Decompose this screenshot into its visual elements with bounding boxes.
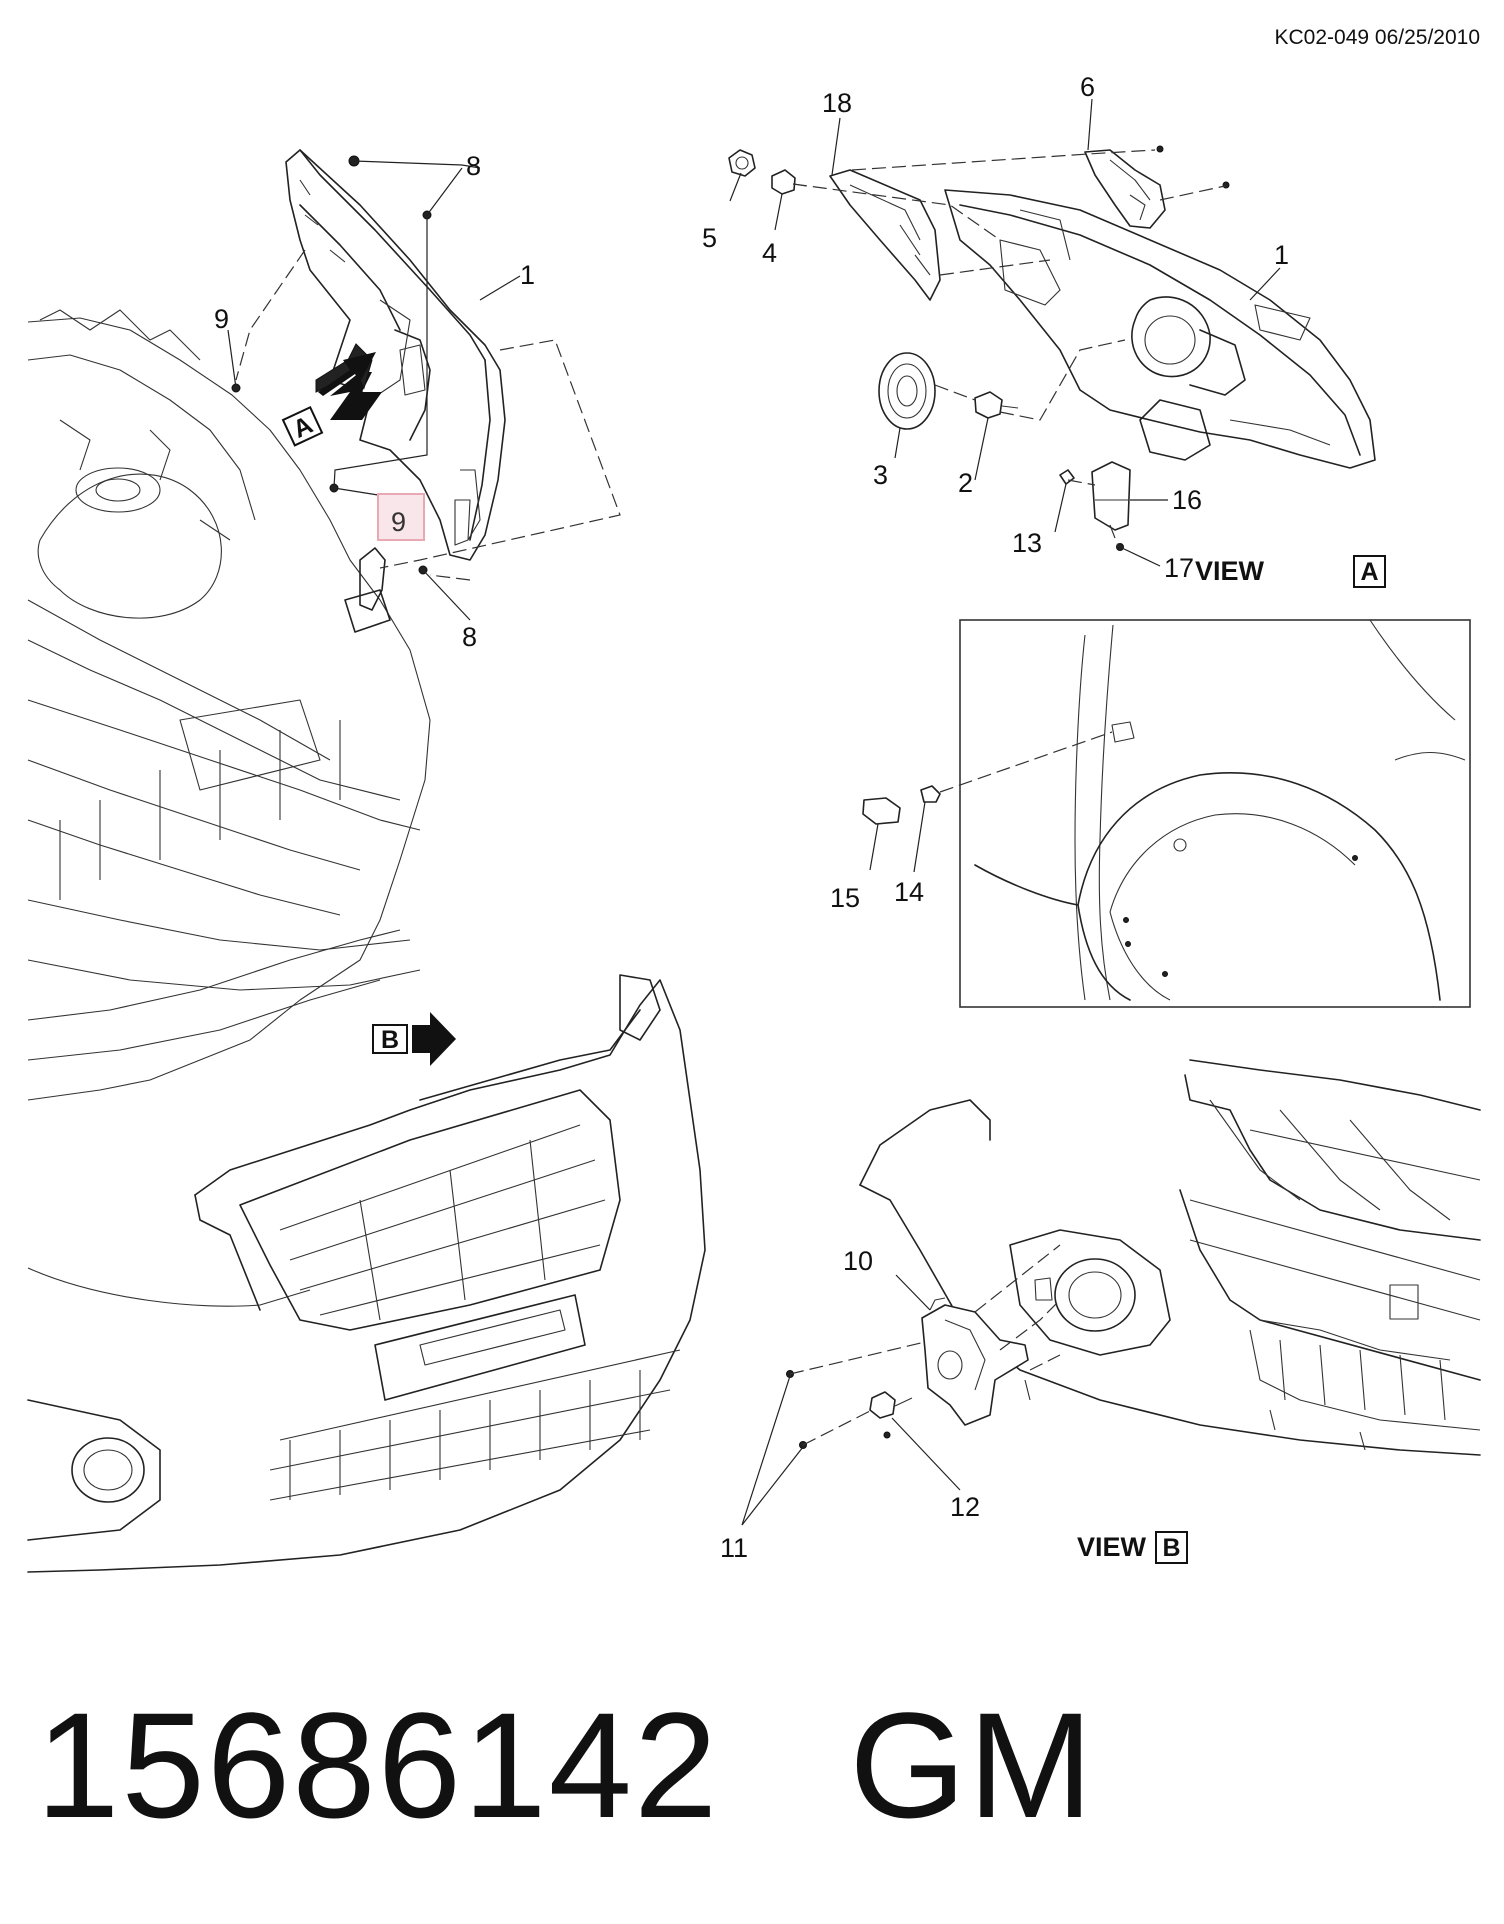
fender-detail-frame [959,619,1471,1008]
brand-name: GM [849,1681,1096,1849]
callout-16: 16 [1172,485,1202,515]
callout-10: 10 [843,1246,873,1276]
vehicle-front-structure [27,309,431,1101]
callout-9-left: 9 [214,304,229,334]
callout-1-main: 1 [520,260,535,290]
reference-code: KC02-049 06/25/2010 [1275,26,1481,49]
callout-8-bottom: 8 [462,622,477,652]
callout-1-view-a: 1 [1274,240,1289,270]
callout-12: 12 [950,1492,980,1522]
view-arrow-a: A [281,343,382,447]
svg-text:VIEW: VIEW [1195,556,1265,586]
callout-5: 5 [702,223,717,253]
view-b-bumper-detail [786,1059,1481,1456]
callout-4: 4 [762,238,777,268]
callout-6: 6 [1080,72,1095,102]
view-arrow-b: B [372,1012,456,1066]
part-number: 15686142 [36,1681,720,1849]
callout-3: 3 [873,460,888,490]
svg-text:A: A [1360,558,1378,586]
view-b-label: VIEW B [1077,1531,1188,1564]
callout-11: 11 [720,1533,748,1563]
callout-14: 14 [894,877,924,907]
callout-17: 17 [1164,553,1194,583]
callout-15: 15 [830,883,860,913]
view-a-label: VIEW A [1195,555,1386,588]
fender-detail [862,619,1466,1001]
front-bumper [27,974,706,1573]
view-arrow-b-letter: B [381,1026,399,1054]
svg-text:VIEW: VIEW [1077,1532,1147,1562]
callout-13: 13 [1012,528,1042,558]
headlamp-assembly-main [285,149,506,561]
svg-text:B: B [1162,1534,1180,1562]
callout-9-highlight: 9 [391,507,406,537]
view-a-headlamp-detail [728,145,1376,551]
callout-2: 2 [958,468,973,498]
callout-18: 18 [822,88,852,118]
highlight-box-9 [377,493,425,541]
callout-8-top: 8 [466,151,481,181]
